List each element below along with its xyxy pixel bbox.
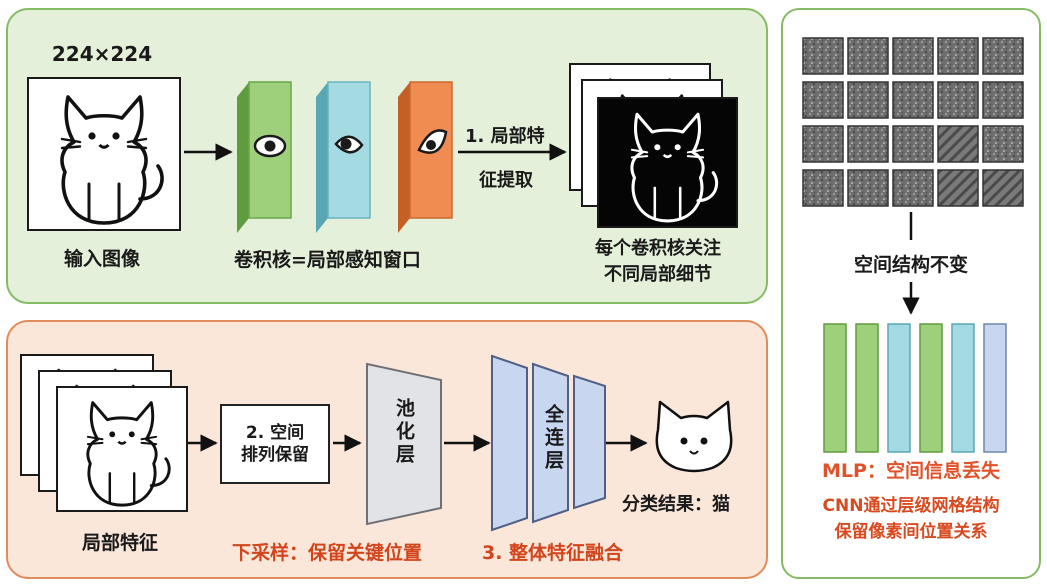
kernel-label: 卷积核=局部感知窗口 (234, 245, 421, 272)
feature-description-line2: 不同局部细节 (560, 262, 756, 288)
local-feature-label: 局部特征 (50, 528, 190, 555)
spatial-arrangement-box: 2. 空间 排列保留 (220, 404, 330, 484)
step3-label: 3. 整体特征融合 (482, 538, 623, 565)
step1-label-line2: 征提取 (479, 166, 533, 192)
cnn-explanation: CNN通过层级网格结构 保留像素间位置关系 (788, 494, 1034, 545)
cat-icon (58, 388, 186, 510)
cnn-explanation-line1: CNN通过层级网格结构 (788, 494, 1034, 520)
spatial-invariance-label: 空间结构不变 (800, 250, 1022, 277)
cat-icon (29, 79, 179, 229)
step2-line2: 排列保留 (241, 444, 309, 466)
step2-line1: 2. 空间 (246, 422, 304, 444)
input-image-cat (27, 77, 181, 231)
input-size-label: 224×224 (36, 42, 168, 66)
pooling-layer-label: 池化层 (391, 398, 418, 467)
fc-layer-label: 全连层 (540, 404, 567, 473)
cnn-explanation-line2: 保留像素间位置关系 (788, 520, 1034, 546)
feature-description: 每个卷积核关注 不同局部细节 (560, 236, 756, 288)
downsample-label: 下采样：保留关键位置 (232, 538, 422, 565)
feature-map-front (597, 97, 738, 228)
cat-icon (599, 99, 736, 226)
classification-result-label: 分类结果：猫 (622, 490, 730, 516)
feature-description-line1: 每个卷积核关注 (560, 236, 756, 262)
step1-label-line1: 1. 局部特 (465, 122, 545, 148)
input-image-label: 输入图像 (36, 244, 168, 271)
mlp-loss-label: MLP：空间信息丢失 (794, 456, 1028, 483)
local-feature-card-front (56, 386, 188, 512)
